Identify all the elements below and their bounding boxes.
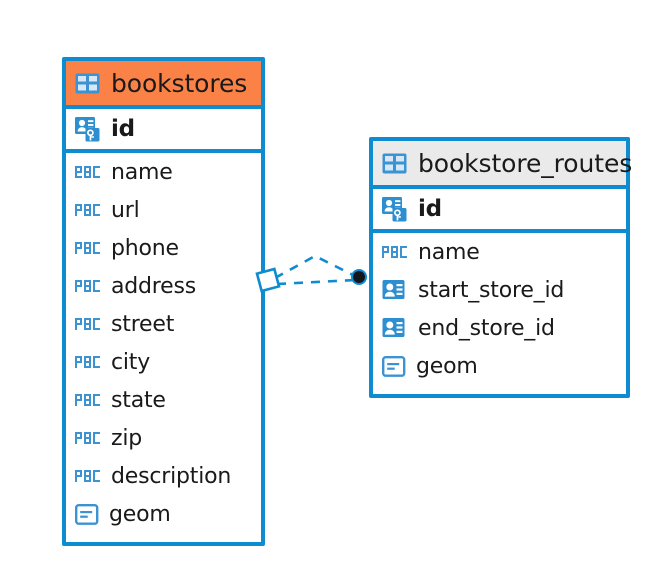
field-row-name[interactable]: name [373,233,626,271]
foreign-key-icon [382,317,408,339]
field-row-name[interactable]: name [66,153,261,191]
relationship-line-lower [276,278,356,286]
field-row-address[interactable]: address [66,267,261,305]
field-row-url[interactable]: url [66,191,261,229]
abc-text-icon [75,164,101,180]
abc-text-icon [75,430,101,446]
field-label: state [111,387,166,413]
abc-text-icon [75,202,101,218]
field-row-phone[interactable]: phone [66,229,261,267]
relationship-connector[interactable] [255,248,385,308]
geometry-icon [75,503,99,525]
abc-text-icon [75,392,101,408]
field-row-start-store-id[interactable]: start_store_id [373,271,626,309]
relationship-line-upper [274,254,356,280]
field-row-description[interactable]: description [66,457,261,495]
primary-key-icon [382,196,408,222]
field-label: zip [111,425,143,451]
field-label: geom [416,353,478,379]
field-row-primary-key[interactable]: id [66,109,261,153]
field-label: start_store_id [418,277,565,303]
table-grid-icon [75,73,100,94]
field-row-geom[interactable]: geom [373,347,626,385]
abc-text-icon [75,316,101,332]
abc-text-icon [382,244,408,260]
abc-text-icon [75,468,101,484]
field-label: address [111,273,197,299]
field-row-geom[interactable]: geom [66,495,261,533]
field-row-primary-key[interactable]: id [373,189,626,233]
filled-circle-marker [351,269,367,285]
entity-title: bookstores [111,68,248,98]
abc-text-icon [75,278,101,294]
abc-text-icon [75,354,101,370]
abc-text-icon [75,240,101,256]
field-row-city[interactable]: city [66,343,261,381]
geometry-icon [382,355,406,377]
field-label: geom [109,501,171,527]
entity-bookstores[interactable]: bookstores id [62,57,265,546]
field-label: name [418,239,480,265]
field-label: name [111,159,173,185]
field-label: id [111,116,135,142]
field-row-street[interactable]: street [66,305,261,343]
field-label: description [111,463,232,489]
field-row-state[interactable]: state [66,381,261,419]
entity-bookstore-routes[interactable]: bookstore_routes id [369,137,632,398]
primary-key-icon [75,116,101,142]
field-label: phone [111,235,179,261]
entity-header-bookstore-routes[interactable]: bookstore_routes [373,141,632,189]
field-row-end-store-id[interactable]: end_store_id [373,309,626,347]
field-label: id [418,196,442,222]
field-label: url [111,197,140,223]
table-grid-icon [382,153,407,174]
field-label: street [111,311,175,337]
entity-title: bookstore_routes [418,148,633,178]
entity-header-bookstores[interactable]: bookstores [66,61,261,109]
foreign-key-icon [382,279,408,301]
field-label: end_store_id [418,315,555,341]
field-row-zip[interactable]: zip [66,419,261,457]
field-label: city [111,349,151,375]
